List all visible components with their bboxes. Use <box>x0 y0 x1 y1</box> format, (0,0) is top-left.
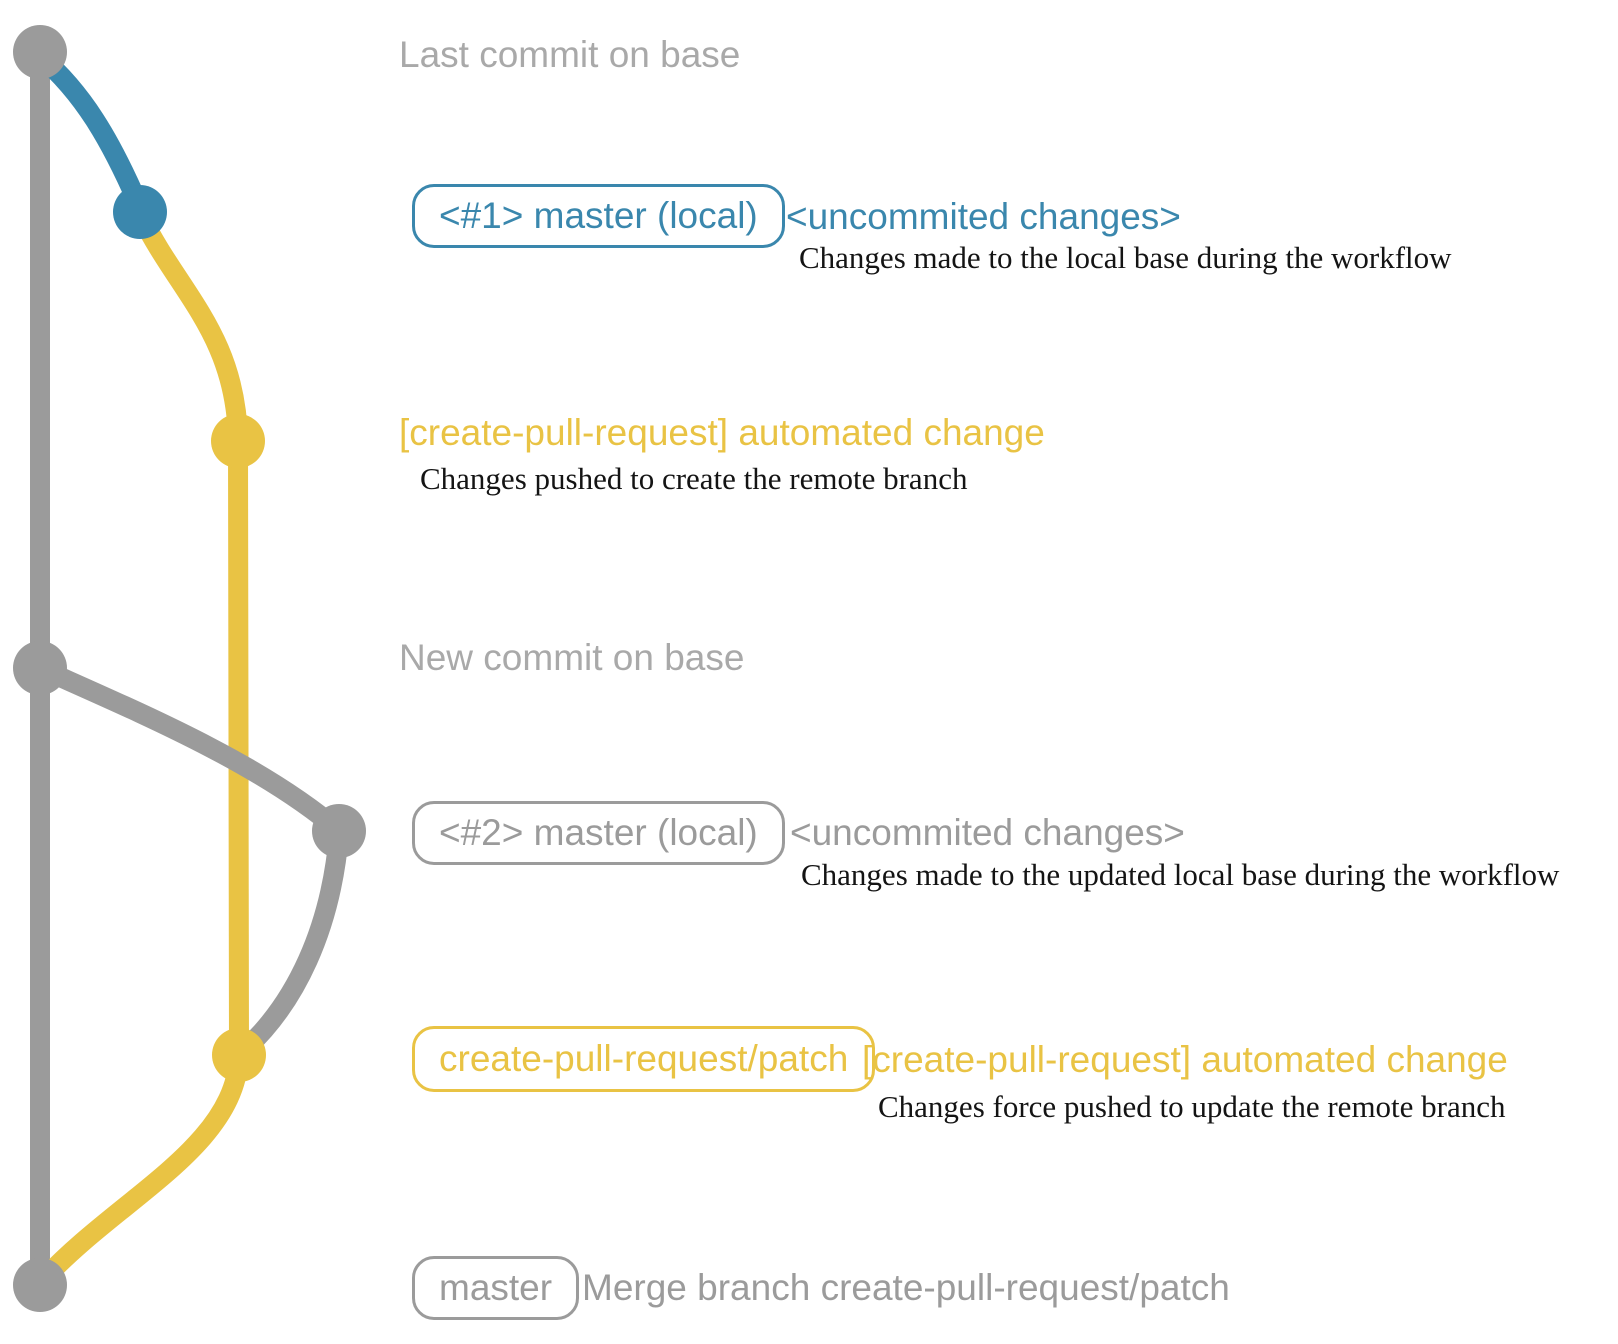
branch-line-local-master-2 <box>30 658 348 840</box>
commit-message-automated-change-1: [create-pull-request] automated change <box>399 412 1045 453</box>
commit-message-merge-branch: Merge branch create-pull-request/patch <box>582 1267 1230 1308</box>
branch-label-pill-local-master-2: <#2> master (local) <box>412 801 785 865</box>
branch-line-local-master-1 <box>30 46 150 218</box>
description-force-push-remote: Changes force pushed to update the remot… <box>878 1089 1506 1124</box>
description-push-create-remote: Changes pushed to create the remote bran… <box>420 461 968 496</box>
commit-node-merge <box>13 1258 67 1312</box>
branch-label-pill-local-master-1: <#1> master (local) <box>412 184 785 248</box>
commit-message-automated-change-2: [create-pull-request] automated change <box>862 1039 1508 1080</box>
status-uncommited-changes-2: <uncommited changes> <box>790 812 1185 853</box>
commit-node-local-master-1 <box>113 185 167 239</box>
commit-node-last-base <box>13 25 67 79</box>
commit-node-patch-force-push <box>212 1028 266 1082</box>
description-local-changes-1: Changes made to the local base during th… <box>799 240 1452 275</box>
commit-node-local-master-2 <box>312 804 366 858</box>
branch-label-pill-master: master <box>412 1256 580 1320</box>
description-local-changes-2: Changes made to the updated local base d… <box>801 857 1560 892</box>
branch-line-patch-curve-top <box>131 206 248 450</box>
status-uncommited-changes-1: <uncommited changes> <box>786 196 1181 237</box>
commit-node-new-base <box>13 641 67 695</box>
branch-line-local-master-2-merge <box>232 824 349 1062</box>
branch-line-patch-vertical <box>228 430 249 1064</box>
heading-new-commit-on-base: New commit on base <box>399 637 745 678</box>
branch-line-patch-merge <box>32 1046 249 1291</box>
heading-last-commit-on-base: Last commit on base <box>399 34 741 75</box>
commit-node-patch-create <box>211 414 265 468</box>
branch-label-pill-patch: create-pull-request/patch <box>412 1026 876 1092</box>
